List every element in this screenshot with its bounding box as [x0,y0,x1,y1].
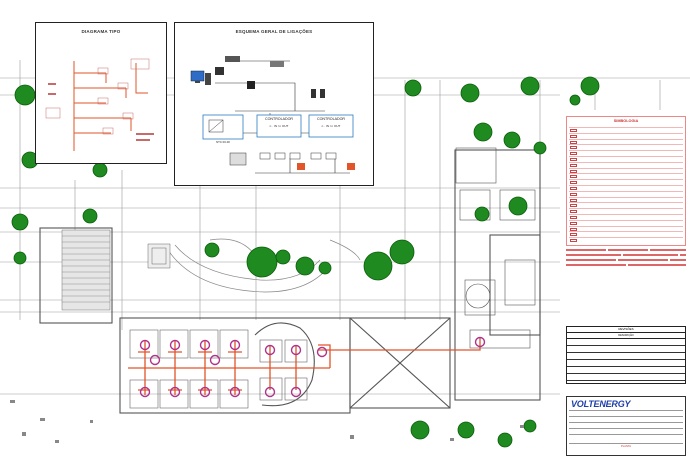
legend-row [569,150,683,156]
tree-symbol-icon [508,196,528,216]
legend-row [569,214,683,220]
router-icon [215,67,224,75]
symbology-legend: SIMBOLOGIA [566,116,686,246]
tree-symbol-icon [404,79,422,97]
legend-row [569,132,683,139]
tree-symbol-icon [457,421,475,439]
fixtures [10,400,524,443]
tree-symbol-icon [569,94,581,106]
legend-notes [566,246,686,269]
module-label: NTC 00-00 [216,140,230,144]
revisions-title: REVISÕES [567,327,685,333]
patient-rooms [129,329,308,409]
drawing-name: PLANTA [569,443,683,450]
tree-symbol-icon [389,239,415,265]
tree-symbol-icon [295,256,315,276]
legend-row [569,237,683,243]
riser-diagram-graphic [45,58,154,151]
legend-row [569,231,683,237]
controller-2-sub: n · IN / n OUT [321,124,341,128]
controller-2-label: CONTROLADOR [317,117,345,121]
fan-coil-units [139,336,486,398]
tree-symbol-icon [92,162,108,178]
legend-row [569,208,683,214]
tree-symbol-icon [318,261,332,275]
legend-row [569,219,683,226]
title-block: VOLTENERGY PLANTA [566,396,686,456]
legend-row [569,173,683,179]
tree-symbol-icon [13,251,27,265]
legend-row [569,225,683,232]
legend-row [569,179,683,185]
fan-coil-icon [169,339,181,351]
legend-row [569,156,683,162]
fan-coil-icon [139,386,151,398]
fan-coil-icon [199,339,211,351]
fan-coil-icon [199,386,211,398]
legend-title: SIMBOLOGIA [613,119,639,123]
fan-coil-icon [474,336,486,348]
fan-coil-icon [290,386,302,398]
fan-coil-icon [149,354,161,366]
tree-symbol-icon [275,249,291,265]
tree-symbol-icon [523,419,537,433]
tree-symbol-icon [82,208,98,224]
tree-symbol-icon [497,432,513,448]
service-core [455,147,536,349]
tree-symbol-icon [11,213,29,231]
tree-symbol-icon [460,83,480,103]
wiring-schematic-title: ESQUEMA GERAL DE LIGAÇÕES [235,29,313,34]
tree-symbol-icon [503,131,521,149]
controller-icon [202,114,244,140]
fan-coil-icon [264,344,276,356]
revisions-table: REVISÕES DESCRIÇÃO [566,326,686,384]
tree-symbol-icon [363,251,393,281]
building-walls [39,149,541,414]
fan-coil-icon [139,339,151,351]
company-logo: VOLTENERGY [571,399,631,409]
fan-coil-icon [290,344,302,356]
atrium-hatch [61,229,171,311]
sensor-icon [297,163,305,170]
legend-row [569,144,683,150]
tree-symbol-icon [410,420,430,440]
fan-coil-icon [316,346,328,358]
legend-row [569,161,683,168]
tree-symbol-icon [204,242,220,258]
tree-symbol-icon [520,76,540,96]
tree-symbol-icon [14,84,36,106]
tree-symbol-icon [473,122,493,142]
legend-row [569,196,683,203]
fan-coil-icon [229,386,241,398]
fan-coil-icon [169,386,181,398]
legend-row [569,190,683,197]
tree-symbol-icon [580,76,600,96]
riser-diagram-title: DIAGRAMA TIPO [81,29,121,34]
server-icon [205,73,211,85]
legend-row [569,185,683,191]
duct-network [128,338,481,395]
tree-symbol-icon [474,206,490,222]
legend-row [569,138,683,145]
wiring-schematic-panel: ESQUEMA GERAL DE LIGAÇÕES [174,22,374,186]
fan-coil-icon [229,339,241,351]
trees [11,76,600,448]
controller-1-sub: n · IN / n OUT [269,124,289,128]
tree-symbol-icon [533,141,547,155]
controller-1-label: CONTROLADOR [265,117,293,121]
legend-row [569,202,683,208]
revisions-header: DESCRIÇÃO [567,333,685,339]
network-switch-icon [225,56,240,62]
wiring-schematic-graphic [190,56,355,174]
tree-symbol-icon [246,246,278,278]
fan-coil-icon [264,386,276,398]
fan-coil-icon [209,354,221,366]
computer-icon [190,70,205,82]
riser-diagram-panel: DIAGRAMA TIPO [35,22,167,164]
legend-row [569,127,683,133]
modem-icon [247,81,255,89]
legend-row [569,167,683,174]
